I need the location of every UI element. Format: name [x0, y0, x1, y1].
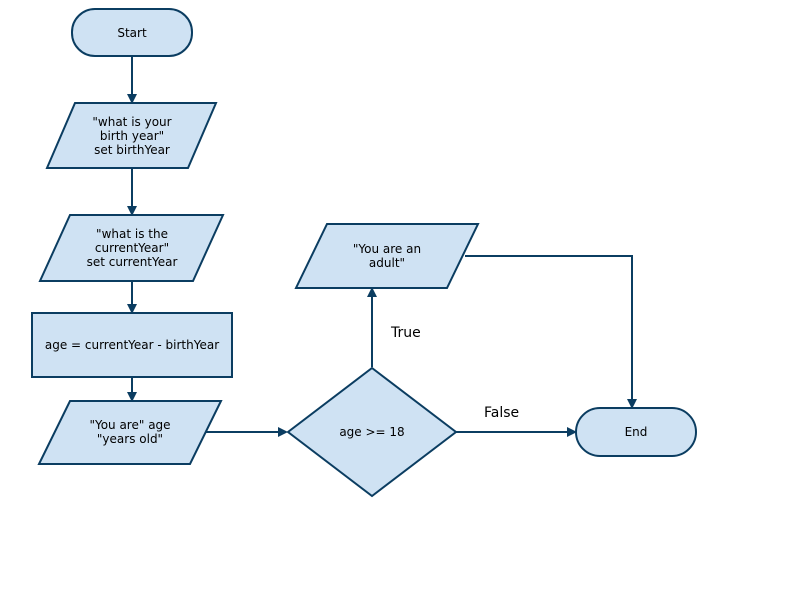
start-label-line: Start — [117, 26, 147, 40]
process-age-label: age = currentYear - birthYear — [45, 338, 219, 352]
edge-output-adult-to-end — [465, 255, 637, 409]
input-current-year-label-line: currentYear" — [95, 241, 169, 255]
output-adult-parallelogram-shape — [294, 223, 480, 289]
process-age-rectangle-shape — [31, 312, 233, 378]
output-age-label-line: "years old" — [97, 432, 163, 446]
process-age-label-line: age = currentYear - birthYear — [45, 338, 219, 352]
input-birth-year-label-line: birth year" — [100, 129, 164, 143]
node-end: End — [575, 407, 697, 457]
decision-adult-label-line: age >= 18 — [339, 425, 404, 439]
input-current-year-label-line: set currentYear — [87, 255, 178, 269]
output-age-label: "You are" age"years old" — [89, 418, 170, 446]
output-adult-label-line: "You are an — [353, 242, 421, 256]
decision-adult-diamond-shape — [286, 366, 458, 498]
end-terminator-shape — [575, 407, 697, 457]
input-current-year-parallelogram-shape — [38, 214, 225, 282]
edges — [127, 56, 637, 437]
end-label-line: End — [625, 425, 648, 439]
input-birth-year-label-line: set birthYear — [94, 143, 170, 157]
edge-label-true: True — [390, 325, 421, 341]
end-label: End — [625, 425, 648, 439]
input-birth-year-label-line: "what is your — [92, 115, 171, 129]
input-current-year-label-line: "what is the — [96, 227, 168, 241]
node-process-age: age = currentYear - birthYear — [31, 312, 233, 378]
output-age-parallelogram-shape — [37, 400, 223, 465]
output-age-label-line: "You are" age — [89, 418, 170, 432]
decision-adult-label: age >= 18 — [339, 425, 404, 439]
start-terminator-shape — [71, 8, 193, 57]
node-start: Start — [71, 8, 193, 57]
edge-label-false: False — [484, 405, 519, 421]
output-adult-label-line: adult" — [369, 256, 405, 270]
start-label: Start — [117, 26, 147, 40]
node-output-age: "You are" age"years old" — [37, 400, 223, 465]
input-birth-year-parallelogram-shape — [45, 102, 218, 169]
node-decision-adult: age >= 18 — [286, 366, 458, 498]
